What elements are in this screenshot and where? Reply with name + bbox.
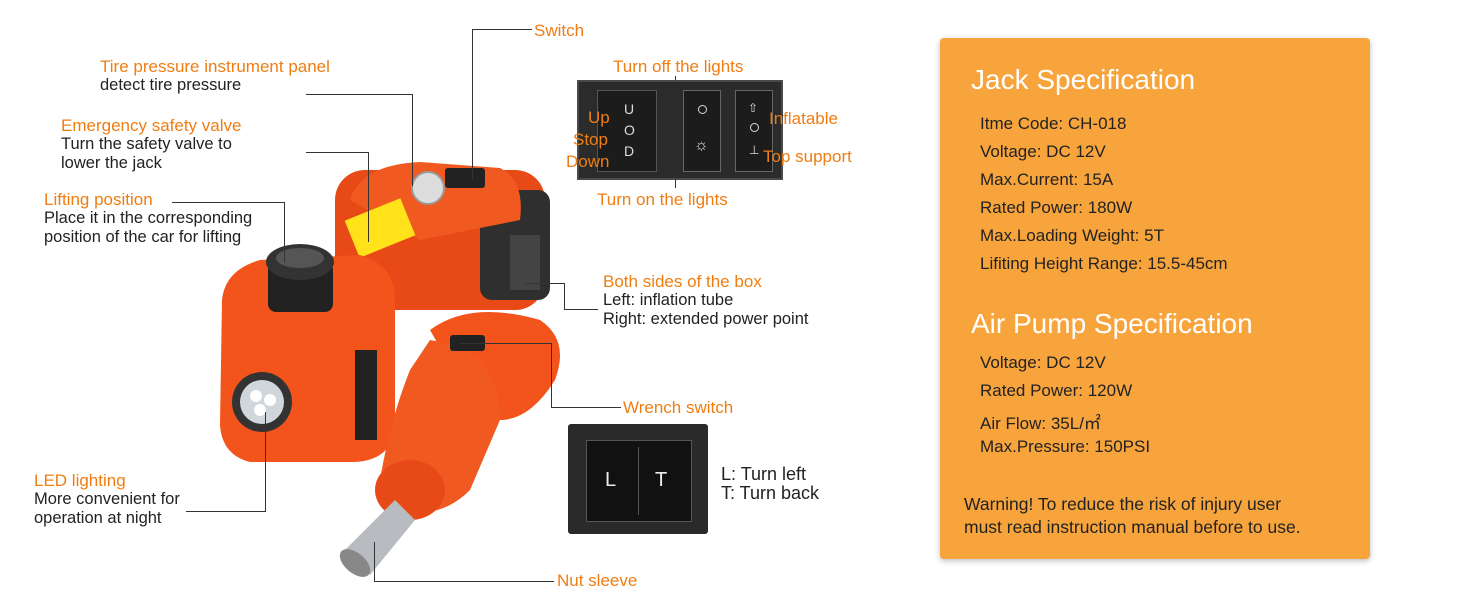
label-lights-on: Turn on the lights [597, 190, 728, 209]
callout-lifting-title: Lifting position [44, 190, 153, 209]
label-stop: Stop [573, 130, 608, 149]
callout-led-desc-1: More convenient for [34, 490, 180, 508]
jack-spec-row: Rated Power: 180W [980, 198, 1133, 217]
jack-spec-title: Jack Specification [971, 64, 1196, 95]
specification-panel: Jack Specification Itme Code: CH-018 Vol… [940, 38, 1370, 559]
callout-led: LED lighting More convenient for operati… [34, 471, 180, 528]
light-rocker: ☼ [683, 90, 721, 172]
wrench-key-l: L [605, 469, 617, 491]
callout-safety-valve-title: Emergency safety valve [61, 116, 242, 135]
label-inflatable: Inflatable [769, 109, 838, 128]
warning-text: Warning! To reduce the risk of injury us… [964, 493, 1301, 539]
callout-wrench-switch: Wrench switch [623, 398, 734, 417]
pump-spec-title: Air Pump Specification [971, 308, 1253, 339]
label-up: Up [588, 108, 610, 127]
callout-led-desc-2: operation at night [34, 509, 162, 527]
callout-tire-panel-title: Tire pressure instrument panel [100, 57, 330, 76]
jack-spec-row: Lifiting Height Range: 15.5-45cm [980, 254, 1228, 273]
callout-box-sides: Both sides of the box Left: inflation tu… [603, 272, 808, 329]
callout-box-sides-desc-2: Right: extended power point [603, 310, 809, 328]
callout-led-title: LED lighting [34, 471, 126, 490]
label-down: Down [566, 152, 610, 171]
inflate-icon: ⇧ [748, 101, 759, 115]
callout-tire-panel-desc: detect tire pressure [100, 76, 242, 94]
warning-sticker [344, 198, 416, 258]
pressure-gauge [411, 171, 445, 205]
callout-tire-panel: Tire pressure instrument panel detect ti… [100, 57, 330, 95]
jack-spec-row: Voltage: DC 12V [980, 142, 1106, 161]
label-top-support: Top support [763, 147, 852, 166]
symbol-o: O [624, 122, 635, 138]
callout-box-sides-desc-1: Left: inflation tube [603, 291, 734, 309]
jack-spec-row: Max.Loading Weight: 5T [980, 226, 1164, 245]
light-bulb-icon: ☼ [694, 137, 709, 154]
callout-lifting-desc-1: Place it in the corresponding [44, 209, 253, 227]
body-label [355, 350, 377, 440]
jack-spec-row: Max.Current: 15A [980, 170, 1114, 189]
pump-spec-row: Max.Pressure: 150PSI [980, 437, 1151, 456]
symbol-u: U [624, 101, 635, 117]
wrench-legend-t: T: Turn back [721, 483, 820, 503]
top-switch [445, 168, 485, 188]
pump-spec-row: Air Flow: 35L/㎡ [980, 414, 1101, 433]
callout-nut-sleeve: Nut sleeve [557, 571, 638, 590]
callout-lifting-desc-2: position of the car for lifting [44, 228, 242, 246]
jack-spec-row: Itme Code: CH-018 [980, 114, 1127, 133]
wrench-legend-l: L: Turn left [721, 464, 807, 484]
motor-box-grip [510, 235, 540, 290]
lift-rocker: U O D [597, 90, 657, 172]
callout-safety-valve: Emergency safety valve Turn the safety v… [61, 116, 241, 173]
callout-safety-valve-desc-2: lower the jack [61, 154, 162, 172]
warning-line-1: Warning! To reduce the risk of injury us… [964, 494, 1282, 514]
symbol-d: D [624, 143, 635, 159]
callout-switch: Switch [534, 21, 585, 40]
callout-safety-valve-desc-1: Turn the safety valve to [61, 135, 232, 153]
warning-line-2: must read instruction manual before to u… [964, 517, 1301, 537]
jack-illustration [220, 162, 560, 577]
pump-spec-row: Voltage: DC 12V [980, 353, 1106, 372]
callout-box-sides-title: Both sides of the box [603, 272, 762, 291]
wrench-switch-panel: L T [568, 424, 708, 534]
wrench-legend: L: Turn left T: Turn back [721, 465, 819, 503]
top-support-icon: ⊥ [749, 143, 760, 157]
label-lights-off: Turn off the lights [613, 57, 744, 76]
pump-rocker: ⇧ ⊥ [735, 90, 773, 172]
wrench-key-t: T [655, 469, 668, 491]
pump-spec-row: Rated Power: 120W [980, 381, 1133, 400]
control-switch-panel: U O D ☼ ⇧ ⊥ [577, 80, 783, 180]
callout-lifting-position: Lifting position Place it in the corresp… [44, 190, 252, 247]
